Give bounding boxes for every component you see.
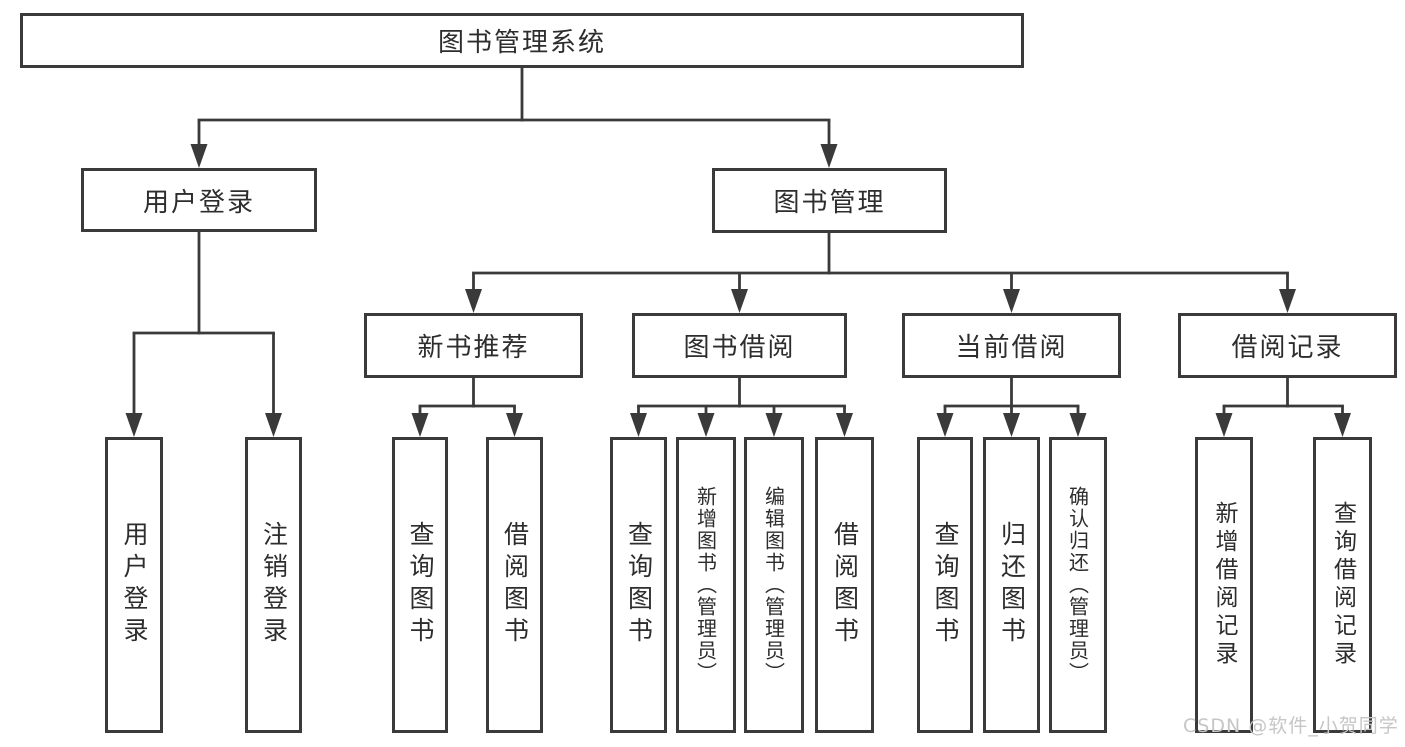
leaf-query-books-recommend: 查询图书 [392, 437, 448, 733]
node-book-management: 图书管理 [712, 168, 947, 233]
leaf-borrow-books-recommend: 借阅图书 [486, 437, 543, 733]
leaf-borrow-books: 借阅图书 [815, 437, 874, 733]
leaf-add-books-admin: 新增图书（管理员） [676, 437, 736, 733]
node-root: 图书管理系统 [20, 13, 1024, 68]
leaf-add-borrow-record: 新增借阅记录 [1195, 437, 1253, 733]
node-book-borrow: 图书借阅 [632, 313, 847, 378]
node-user-login: 用户登录 [81, 168, 317, 232]
watermark-text: CSDN @软件_小贺同学 [1183, 715, 1399, 737]
leaf-logout: 注销登录 [245, 437, 302, 733]
leaf-query-books-borrow: 查询图书 [610, 437, 667, 733]
leaf-query-books-current: 查询图书 [917, 437, 973, 733]
leaf-user-login: 用户登录 [105, 437, 163, 733]
leaf-return-books: 归还图书 [983, 437, 1040, 733]
leaf-edit-books-admin: 编辑图书（管理员） [744, 437, 804, 733]
node-current-borrow: 当前借阅 [902, 313, 1121, 378]
node-new-book-recommend: 新书推荐 [364, 313, 583, 378]
leaf-confirm-return-admin: 确认归还（管理员） [1049, 437, 1107, 733]
leaf-query-borrow-record: 查询借阅记录 [1313, 437, 1372, 733]
node-borrow-records: 借阅记录 [1178, 313, 1397, 378]
